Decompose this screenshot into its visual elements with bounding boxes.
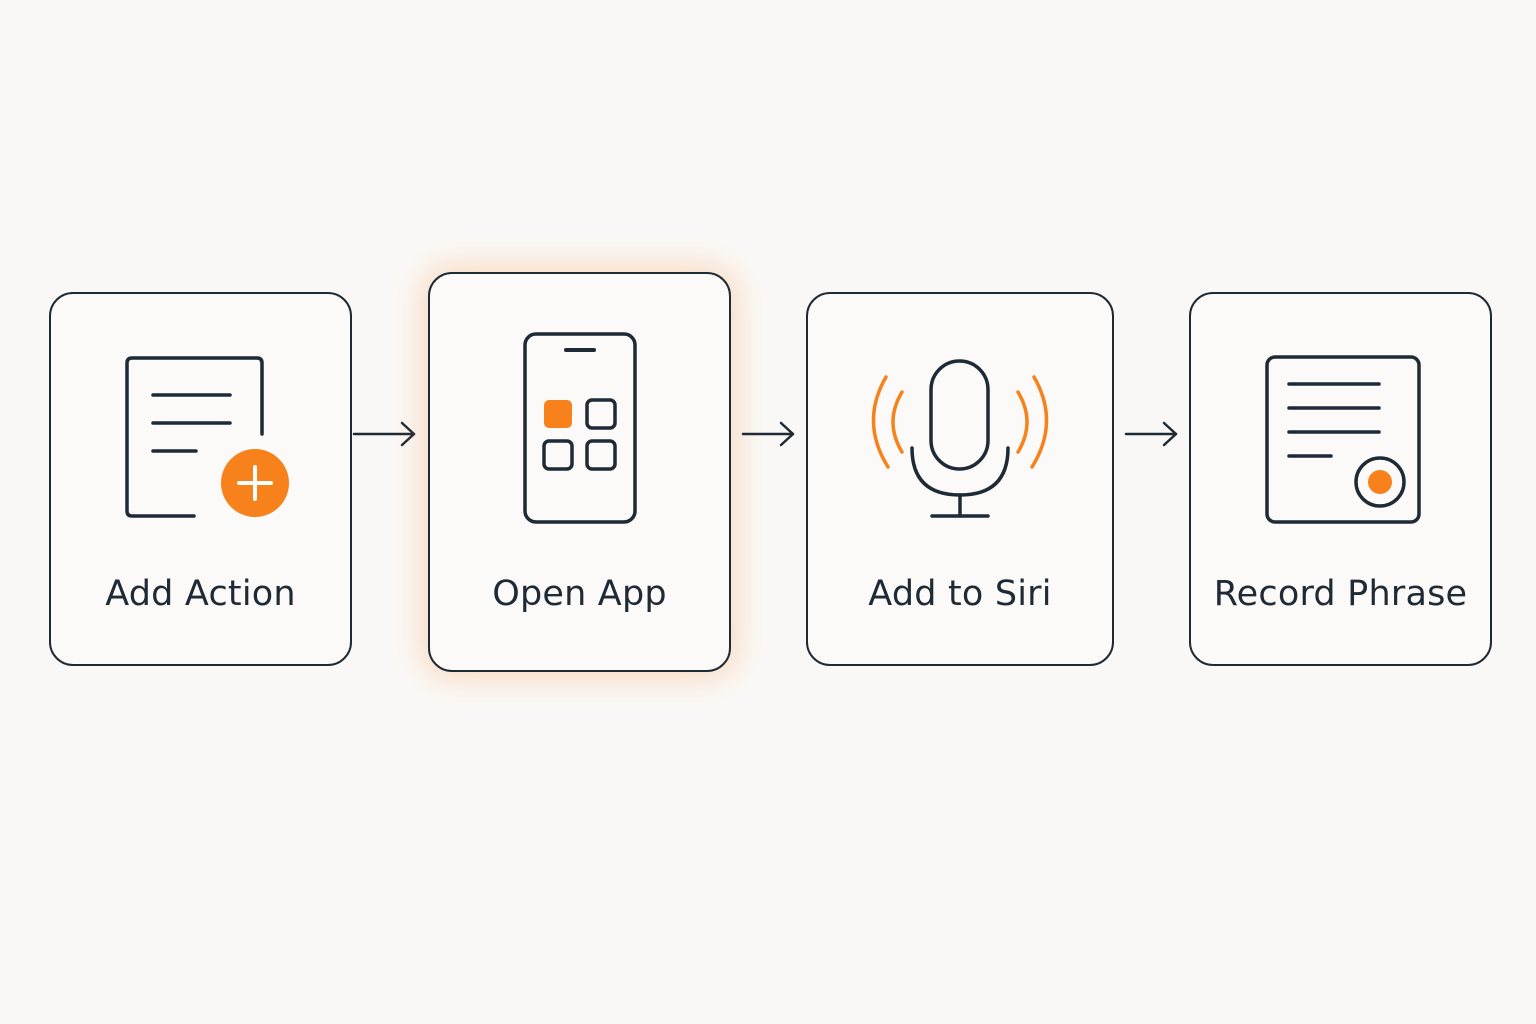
- arrow-right-icon: [1124, 419, 1190, 449]
- step-card-add-action: Add Action: [49, 292, 352, 666]
- microphone-icon: [860, 352, 1060, 552]
- step-card-add-to-siri: Add to Siri: [806, 292, 1114, 666]
- step-card-record-phrase: Record Phrase: [1189, 292, 1492, 666]
- document-record-icon: [1241, 354, 1441, 554]
- step-card-open-app: Open App: [428, 272, 731, 672]
- step-label: Record Phrase: [1213, 574, 1468, 614]
- arrow-right-icon: [741, 419, 807, 449]
- step-label: Add to Siri: [868, 574, 1052, 614]
- document-plus-icon: [101, 336, 301, 536]
- step-label: Open App: [492, 574, 667, 614]
- arrow-right-icon: [352, 419, 418, 449]
- step-label: Add Action: [105, 574, 296, 614]
- phone-apps-icon: [480, 330, 680, 530]
